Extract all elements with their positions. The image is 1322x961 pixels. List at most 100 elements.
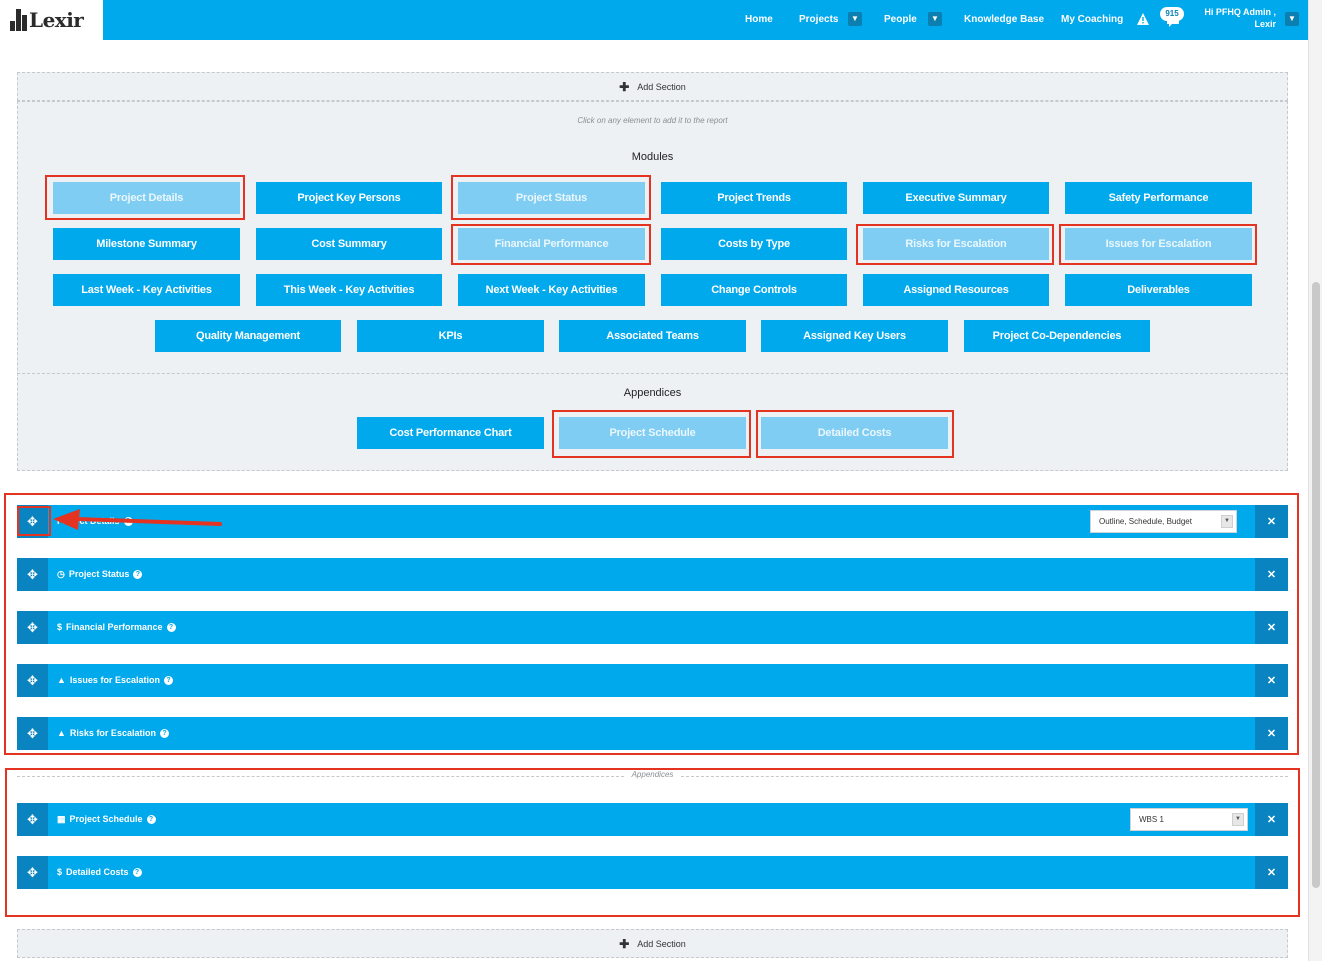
question-circle-icon[interactable]: ? [133, 570, 143, 579]
section-row-detailed-costs: ✥ $ Detailed Costs ? ✕ [17, 856, 1288, 889]
section-title-text: Issues for Escalation [69, 675, 160, 685]
project-details-options-select[interactable]: Outline, Schedule, Budget ▼ [1090, 510, 1237, 533]
logo-text: Lexir [29, 8, 84, 32]
module-milestone-summary[interactable]: Milestone Summary [53, 228, 240, 260]
section-title-text: Financial Performance [66, 622, 163, 632]
appendices-divider: Appendices [17, 770, 1288, 782]
move-handle-icon[interactable]: ✥ [17, 803, 48, 836]
add-section-bottom[interactable]: ✚ Add Section [17, 929, 1288, 958]
module-project-status[interactable]: Project Status [458, 182, 645, 214]
nav-home[interactable]: Home [745, 14, 773, 25]
people-dropdown-icon[interactable]: ▼ [928, 12, 942, 26]
plus-icon: ✚ [619, 936, 630, 951]
section-row-financial-performance: ✥ $ Financial Performance ? ✕ [17, 611, 1288, 644]
section-row-project-status: ✥ ◷ Project Status ? ✕ [17, 558, 1288, 591]
module-next-week-key-activities[interactable]: Next Week - Key Activities [458, 274, 645, 306]
calendar-icon: ▦ [57, 814, 66, 824]
user-menu[interactable]: Hi PFHQ Admin , Lexir [1190, 6, 1276, 30]
move-handle-icon[interactable]: ✥ [17, 664, 48, 697]
module-this-week-key-activities[interactable]: This Week - Key Activities [256, 274, 442, 306]
move-handle-icon[interactable]: ✥ [17, 611, 48, 644]
module-kpis[interactable]: KPIs [357, 320, 544, 352]
user-greeting: Hi PFHQ Admin , [1204, 7, 1276, 17]
section-row-risks-for-escalation: ✥ ▲ Risks for Escalation ? ✕ [17, 717, 1288, 750]
section-title: ▲ Issues for Escalation ? [57, 664, 173, 697]
module-assigned-key-users[interactable]: Assigned Key Users [761, 320, 948, 352]
logo-mark-icon [10, 9, 27, 31]
close-icon[interactable]: ✕ [1255, 558, 1288, 591]
modules-title: Modules [631, 151, 674, 163]
section-title: $ Detailed Costs ? [57, 856, 142, 889]
section-title: ◷ Project Status ? [57, 558, 143, 591]
page-scrollbar[interactable] [1308, 0, 1322, 961]
appendices-label: Appendices [625, 770, 680, 779]
builder-hint: Click on any element to add it to the re… [577, 116, 728, 125]
module-executive-summary[interactable]: Executive Summary [863, 182, 1049, 214]
move-handle-icon[interactable]: ✥ [17, 856, 48, 889]
section-title-text: Project Schedule [69, 814, 143, 824]
scrollbar-thumb[interactable] [1312, 282, 1320, 888]
module-quality-management[interactable]: Quality Management [155, 320, 341, 352]
appendix-cost-performance-chart[interactable]: Cost Performance Chart [357, 417, 544, 449]
logo[interactable]: Lexir [0, 0, 103, 40]
close-icon[interactable]: ✕ [1255, 505, 1288, 538]
question-circle-icon[interactable]: ? [166, 623, 176, 632]
module-issues-for-escalation[interactable]: Issues for Escalation [1065, 228, 1252, 260]
module-project-co-dependencies[interactable]: Project Co-Dependencies [964, 320, 1150, 352]
projects-dropdown-icon[interactable]: ▼ [848, 12, 862, 26]
question-circle-icon[interactable]: ? [132, 868, 142, 877]
chat-bubble-icon[interactable] [1166, 16, 1180, 28]
module-last-week-key-activities[interactable]: Last Week - Key Activities [53, 274, 240, 306]
close-icon[interactable]: ✕ [1255, 664, 1288, 697]
move-handle-icon[interactable]: ✥ [17, 717, 48, 750]
module-project-trends[interactable]: Project Trends [661, 182, 847, 214]
move-handle-icon[interactable]: ✥ [17, 558, 48, 591]
top-navigation-bar: Lexir Home Projects ▼ People ▼ Knowledge… [0, 0, 1308, 40]
module-costs-by-type[interactable]: Costs by Type [661, 228, 847, 260]
section-title-text: Project Status [68, 569, 130, 579]
nav-people[interactable]: People [884, 14, 917, 25]
close-icon[interactable]: ✕ [1255, 803, 1288, 836]
add-section-top[interactable]: ✚ Add Section [17, 72, 1288, 101]
add-section-label: Add Section [637, 938, 686, 949]
highlight-appendix-sections [5, 768, 1300, 917]
wbs-select[interactable]: WBS 1 ▼ [1130, 808, 1248, 831]
nav-projects[interactable]: Projects [799, 14, 839, 25]
module-project-details[interactable]: Project Details [53, 182, 240, 214]
chevron-down-icon: ▼ [1221, 515, 1233, 528]
section-title-text: Risks for Escalation [69, 728, 156, 738]
module-change-controls[interactable]: Change Controls [661, 274, 847, 306]
section-title: $ Financial Performance ? [57, 611, 176, 644]
chevron-down-icon: ▼ [1232, 813, 1244, 826]
nav-knowledge-base[interactable]: Knowledge Base [964, 14, 1045, 25]
section-title-text: Detailed Costs [66, 867, 129, 877]
user-dropdown-icon[interactable]: ▼ [1285, 12, 1299, 26]
alert-triangle-icon[interactable] [1136, 12, 1150, 26]
module-associated-teams[interactable]: Associated Teams [559, 320, 746, 352]
module-assigned-resources[interactable]: Assigned Resources [863, 274, 1049, 306]
nav-my-coaching[interactable]: My Coaching [1061, 14, 1124, 25]
section-title: ▲ Risks for Escalation ? [57, 717, 169, 750]
question-circle-icon[interactable]: ? [163, 676, 173, 685]
module-deliverables[interactable]: Deliverables [1065, 274, 1252, 306]
move-handle-icon[interactable]: ✥ [17, 505, 48, 538]
appendix-project-schedule[interactable]: Project Schedule [559, 417, 746, 449]
module-safety-performance[interactable]: Safety Performance [1065, 182, 1252, 214]
clock-icon: ◷ [57, 569, 65, 579]
select-value: WBS 1 [1139, 815, 1164, 824]
close-icon[interactable]: ✕ [1255, 611, 1288, 644]
question-circle-icon[interactable]: ? [146, 815, 156, 824]
appendix-detailed-costs[interactable]: Detailed Costs [761, 417, 948, 449]
dollar-icon: $ [57, 622, 63, 632]
user-org: Lexir [1254, 19, 1276, 29]
plus-icon: ✚ [619, 79, 630, 94]
module-risks-for-escalation[interactable]: Risks for Escalation [863, 228, 1049, 260]
section-title: ▦ Project Schedule ? [57, 803, 156, 836]
close-icon[interactable]: ✕ [1255, 856, 1288, 889]
module-cost-summary[interactable]: Cost Summary [256, 228, 442, 260]
module-project-key-persons[interactable]: Project Key Persons [256, 182, 442, 214]
question-circle-icon[interactable]: ? [159, 729, 169, 738]
appendices-title: Appendices [623, 387, 682, 399]
module-financial-performance[interactable]: Financial Performance [458, 228, 645, 260]
close-icon[interactable]: ✕ [1255, 717, 1288, 750]
